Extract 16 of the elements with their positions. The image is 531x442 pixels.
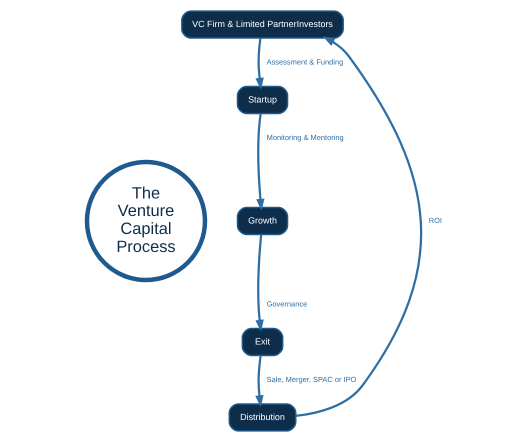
edge-label: Sale, Merger, SPAC or IPO	[266, 374, 356, 384]
arrow	[255, 38, 264, 90]
arrow	[256, 113, 265, 211]
node-circle: The Venture Capital Process	[84, 160, 208, 282]
edge-label: ROI	[428, 216, 442, 226]
node-box: Exit	[242, 328, 284, 356]
edge-label: Monitoring & Mentoring	[266, 132, 344, 142]
arrow	[296, 36, 422, 418]
node-box: Startup	[236, 86, 288, 114]
arrow	[255, 234, 264, 332]
edge-label: Governance	[266, 300, 308, 309]
node-box: Growth	[236, 206, 288, 236]
node-box: Distribution	[228, 403, 296, 432]
arrow	[255, 355, 264, 408]
node-box: VC Firm & Limited PartnerInvestors	[181, 10, 344, 39]
edge-label: Assessment & Funding	[266, 58, 344, 67]
